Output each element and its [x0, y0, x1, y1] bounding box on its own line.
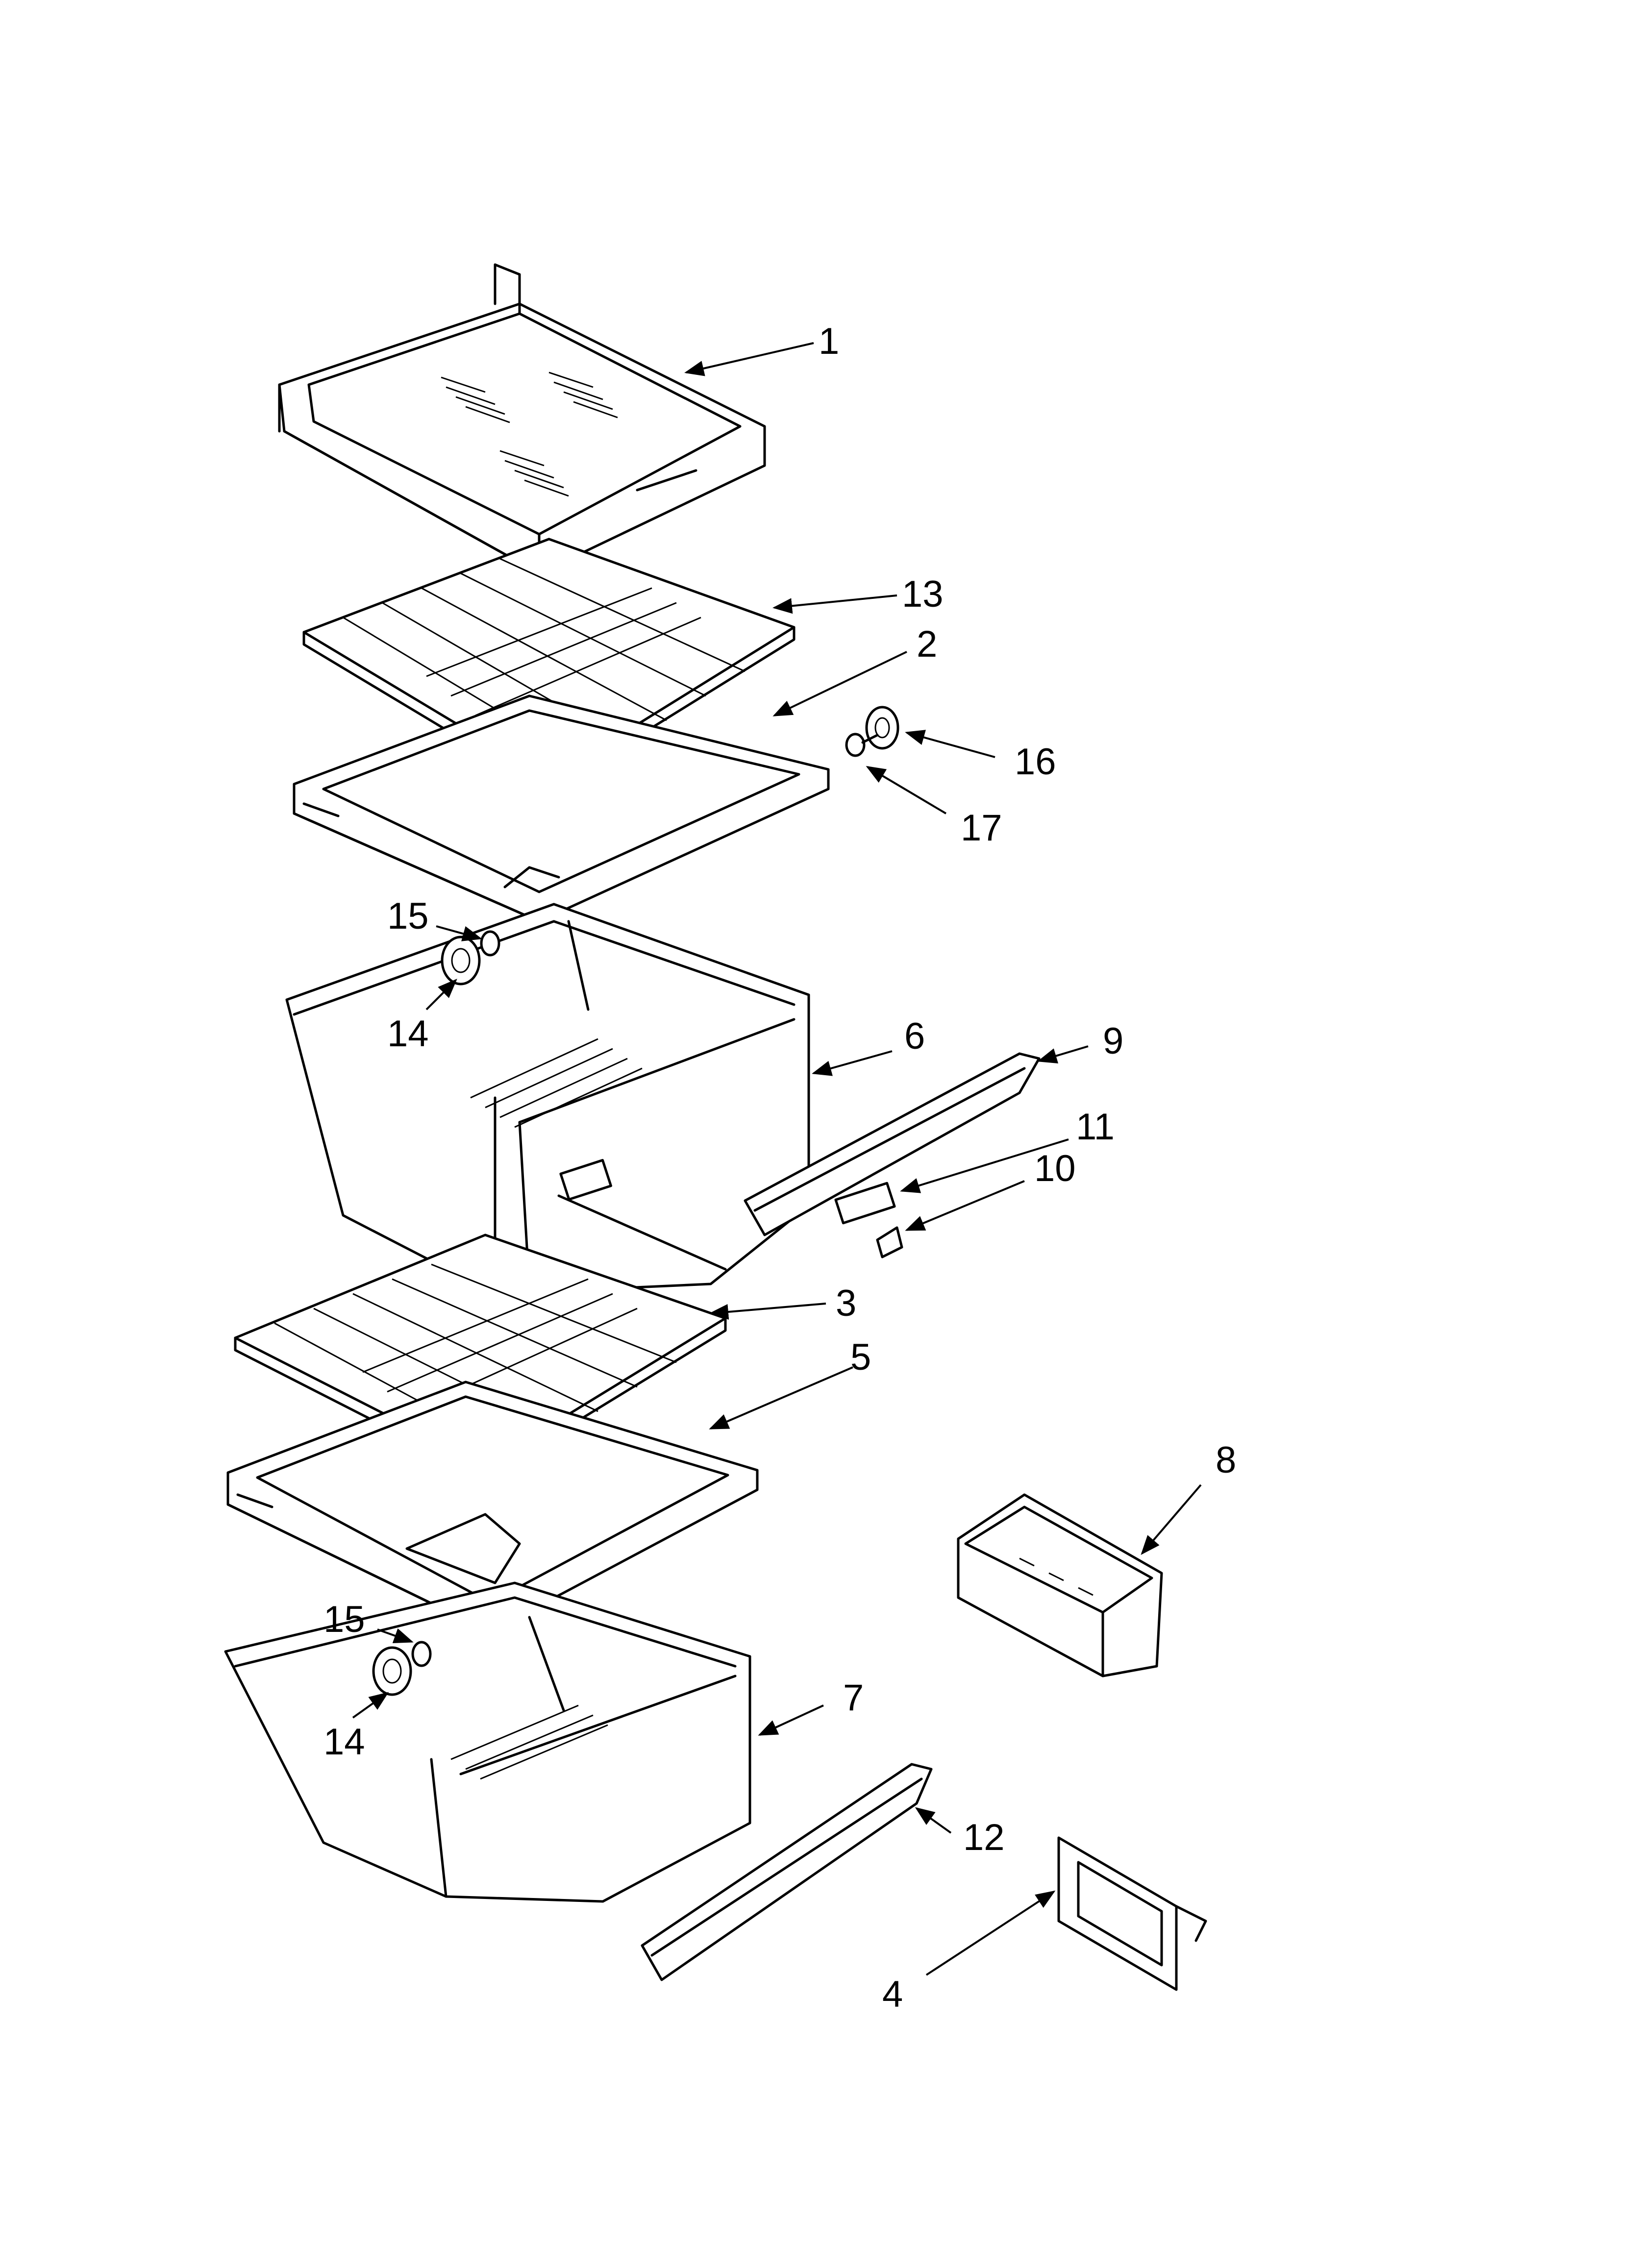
callout-1: 1 [819, 320, 839, 362]
part-8-dairy-bin [957, 1493, 1163, 1677]
callout-8: 8 [1216, 1439, 1236, 1481]
lower-roller-assembly [372, 1641, 432, 1696]
callout-9: 9 [1103, 1020, 1123, 1062]
callout-11: 11 [1076, 1106, 1115, 1148]
callout-12: 12 [963, 1817, 1005, 1858]
callout-16: 16 [1015, 741, 1056, 783]
part-7-lower-crisper-drawer [224, 1581, 751, 1903]
callout-3: 3 [836, 1282, 856, 1324]
part-2-cover-frame [293, 694, 830, 947]
callout-15: 15 [387, 895, 429, 937]
callout-14: 14 [387, 1013, 429, 1055]
callout-5: 5 [850, 1336, 871, 1378]
shelf-slot-marks [441, 371, 618, 497]
callout-labels: 1 13 2 16 17 15 14 6 9 11 10 3 5 8 15 14… [323, 320, 1236, 2015]
callout-2: 2 [917, 623, 937, 665]
callout-6: 6 [904, 1015, 925, 1057]
callout-7: 7 [843, 1677, 864, 1719]
callout-14-lower: 14 [323, 1721, 365, 1763]
part-10-clip [876, 1226, 903, 1258]
part-1-shelf [278, 263, 766, 575]
part-11-slide [834, 1182, 896, 1225]
part-17-screw [845, 733, 879, 757]
callout-10: 10 [1034, 1148, 1076, 1189]
callout-13: 13 [902, 573, 944, 615]
callout-4: 4 [882, 1973, 903, 2015]
part-6-upper-crisper-drawer [285, 903, 810, 1295]
leader-lines [352, 342, 1202, 1976]
callout-15-lower: 15 [323, 1599, 365, 1640]
part-9-cover-front [744, 1052, 1041, 1236]
upper-roller-assembly [441, 930, 500, 986]
lower-drawer-floor-grid [450, 1704, 608, 1780]
glass-ribs [343, 558, 746, 765]
part-12-cover-front [641, 1763, 933, 1981]
part-4-placard [1057, 1836, 1207, 1991]
drawer-floor-grid [470, 1038, 643, 1128]
part-16-end-cap [865, 706, 899, 750]
callout-17: 17 [961, 807, 1002, 849]
